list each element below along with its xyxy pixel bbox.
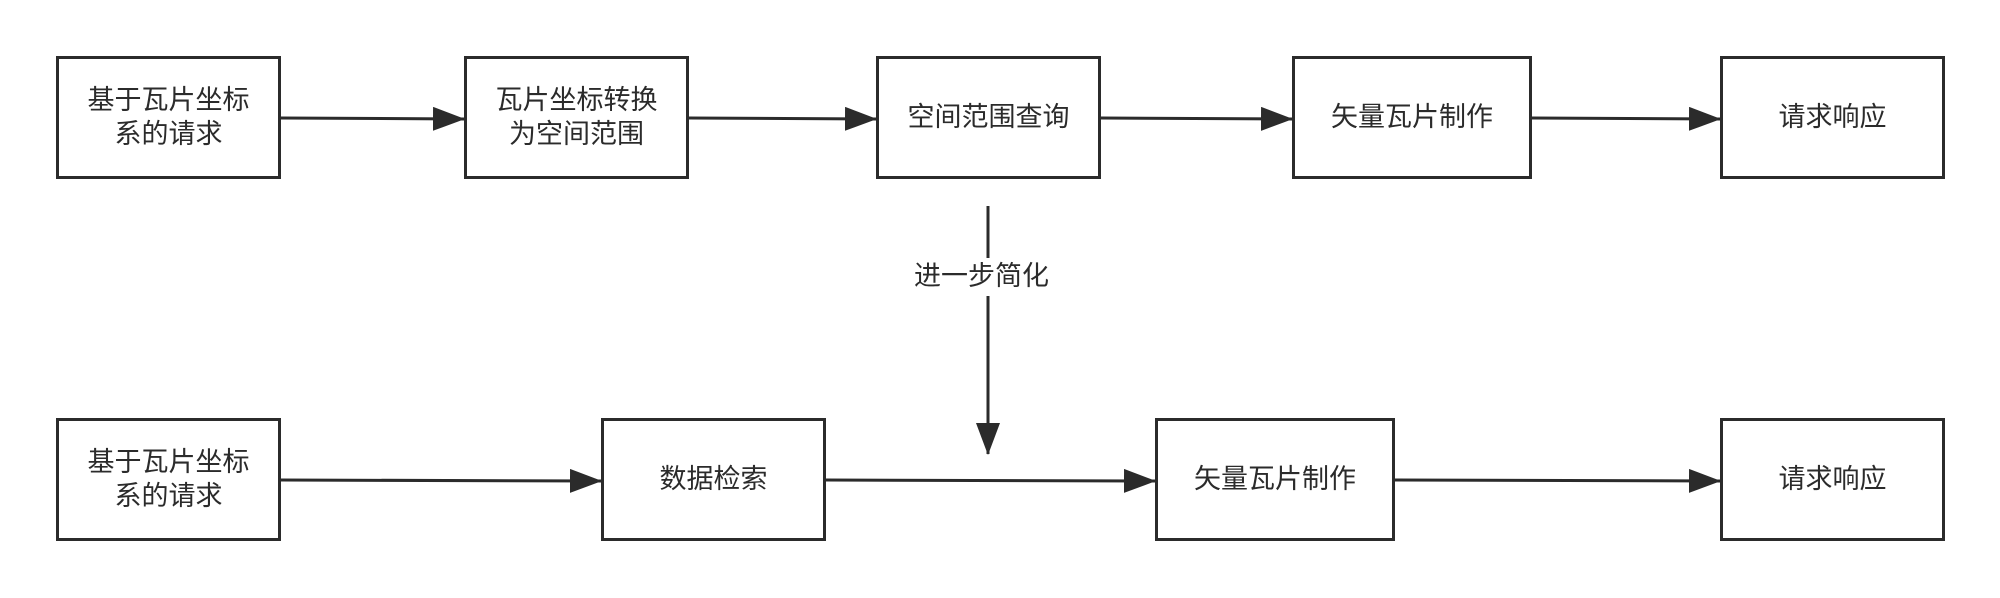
arrow-top-1-to-2 — [280, 106, 465, 131]
arrow-bot-2-to-3 — [825, 468, 1156, 493]
node-tile-to-extent: 瓦片坐标转换 为空间范围 — [464, 56, 689, 179]
node-spatial-query: 空间范围查询 — [876, 56, 1101, 179]
arrow-top-3-to-4 — [1100, 106, 1293, 131]
node-response-top: 请求响应 — [1720, 56, 1945, 179]
node-response-bottom: 请求响应 — [1720, 418, 1945, 541]
node-tile-request-top: 基于瓦片坐标 系的请求 — [56, 56, 281, 179]
node-data-retrieval: 数据检索 — [601, 418, 826, 541]
arrow-bot-3-to-4 — [1394, 468, 1721, 493]
arrow-bot-1-to-2 — [280, 468, 602, 493]
node-tile-request-bottom: 基于瓦片坐标 系的请求 — [56, 418, 281, 541]
node-vector-tile-bottom: 矢量瓦片制作 — [1155, 418, 1395, 541]
arrow-top-4-to-5 — [1531, 106, 1721, 131]
node-vector-tile-top: 矢量瓦片制作 — [1292, 56, 1532, 179]
edge-label-simplify: 进一步简化 — [910, 258, 1053, 296]
arrow-top-2-to-3 — [688, 106, 877, 131]
